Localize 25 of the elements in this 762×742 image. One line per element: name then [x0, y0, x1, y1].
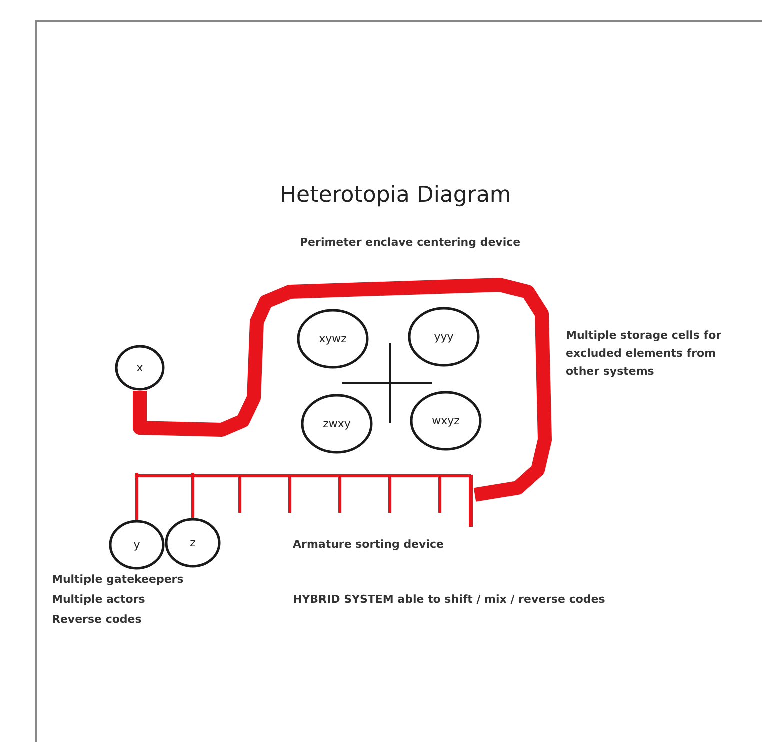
device-label: Perimeter enclave centering device [300, 235, 522, 251]
device-label: Armature sorting device [293, 537, 445, 553]
annotation-text: Multiple storage cells for excluded elements from other systems [566, 328, 723, 380]
comb-bar [135, 473, 475, 529]
node-label: wxyz [432, 414, 460, 428]
connector-line [136, 473, 138, 520]
annotation-text: HYBRID SYSTEM able to shift / mix / reverse codes [293, 592, 606, 608]
node-label: yyy [434, 330, 454, 344]
node-label: z [190, 536, 196, 550]
annotation-text: Multiple actors [52, 592, 146, 608]
circle-node [408, 307, 480, 367]
circle-node [301, 394, 373, 454]
circle-node [109, 520, 165, 570]
circle-node [297, 309, 369, 369]
circle-node [115, 345, 165, 391]
diagram-title: Heterotopia Diagram [280, 183, 512, 208]
node-label: xywz [319, 332, 347, 346]
node-label: zwxy [323, 418, 351, 430]
node-label: x [136, 362, 144, 374]
annotation-text: Reverse codes [52, 612, 143, 628]
annotation-text: Multiple gatekeepers [52, 572, 185, 588]
circle-node [165, 518, 221, 568]
connector-line [192, 473, 194, 518]
node-label: y [134, 538, 140, 552]
circle-node [410, 391, 482, 451]
